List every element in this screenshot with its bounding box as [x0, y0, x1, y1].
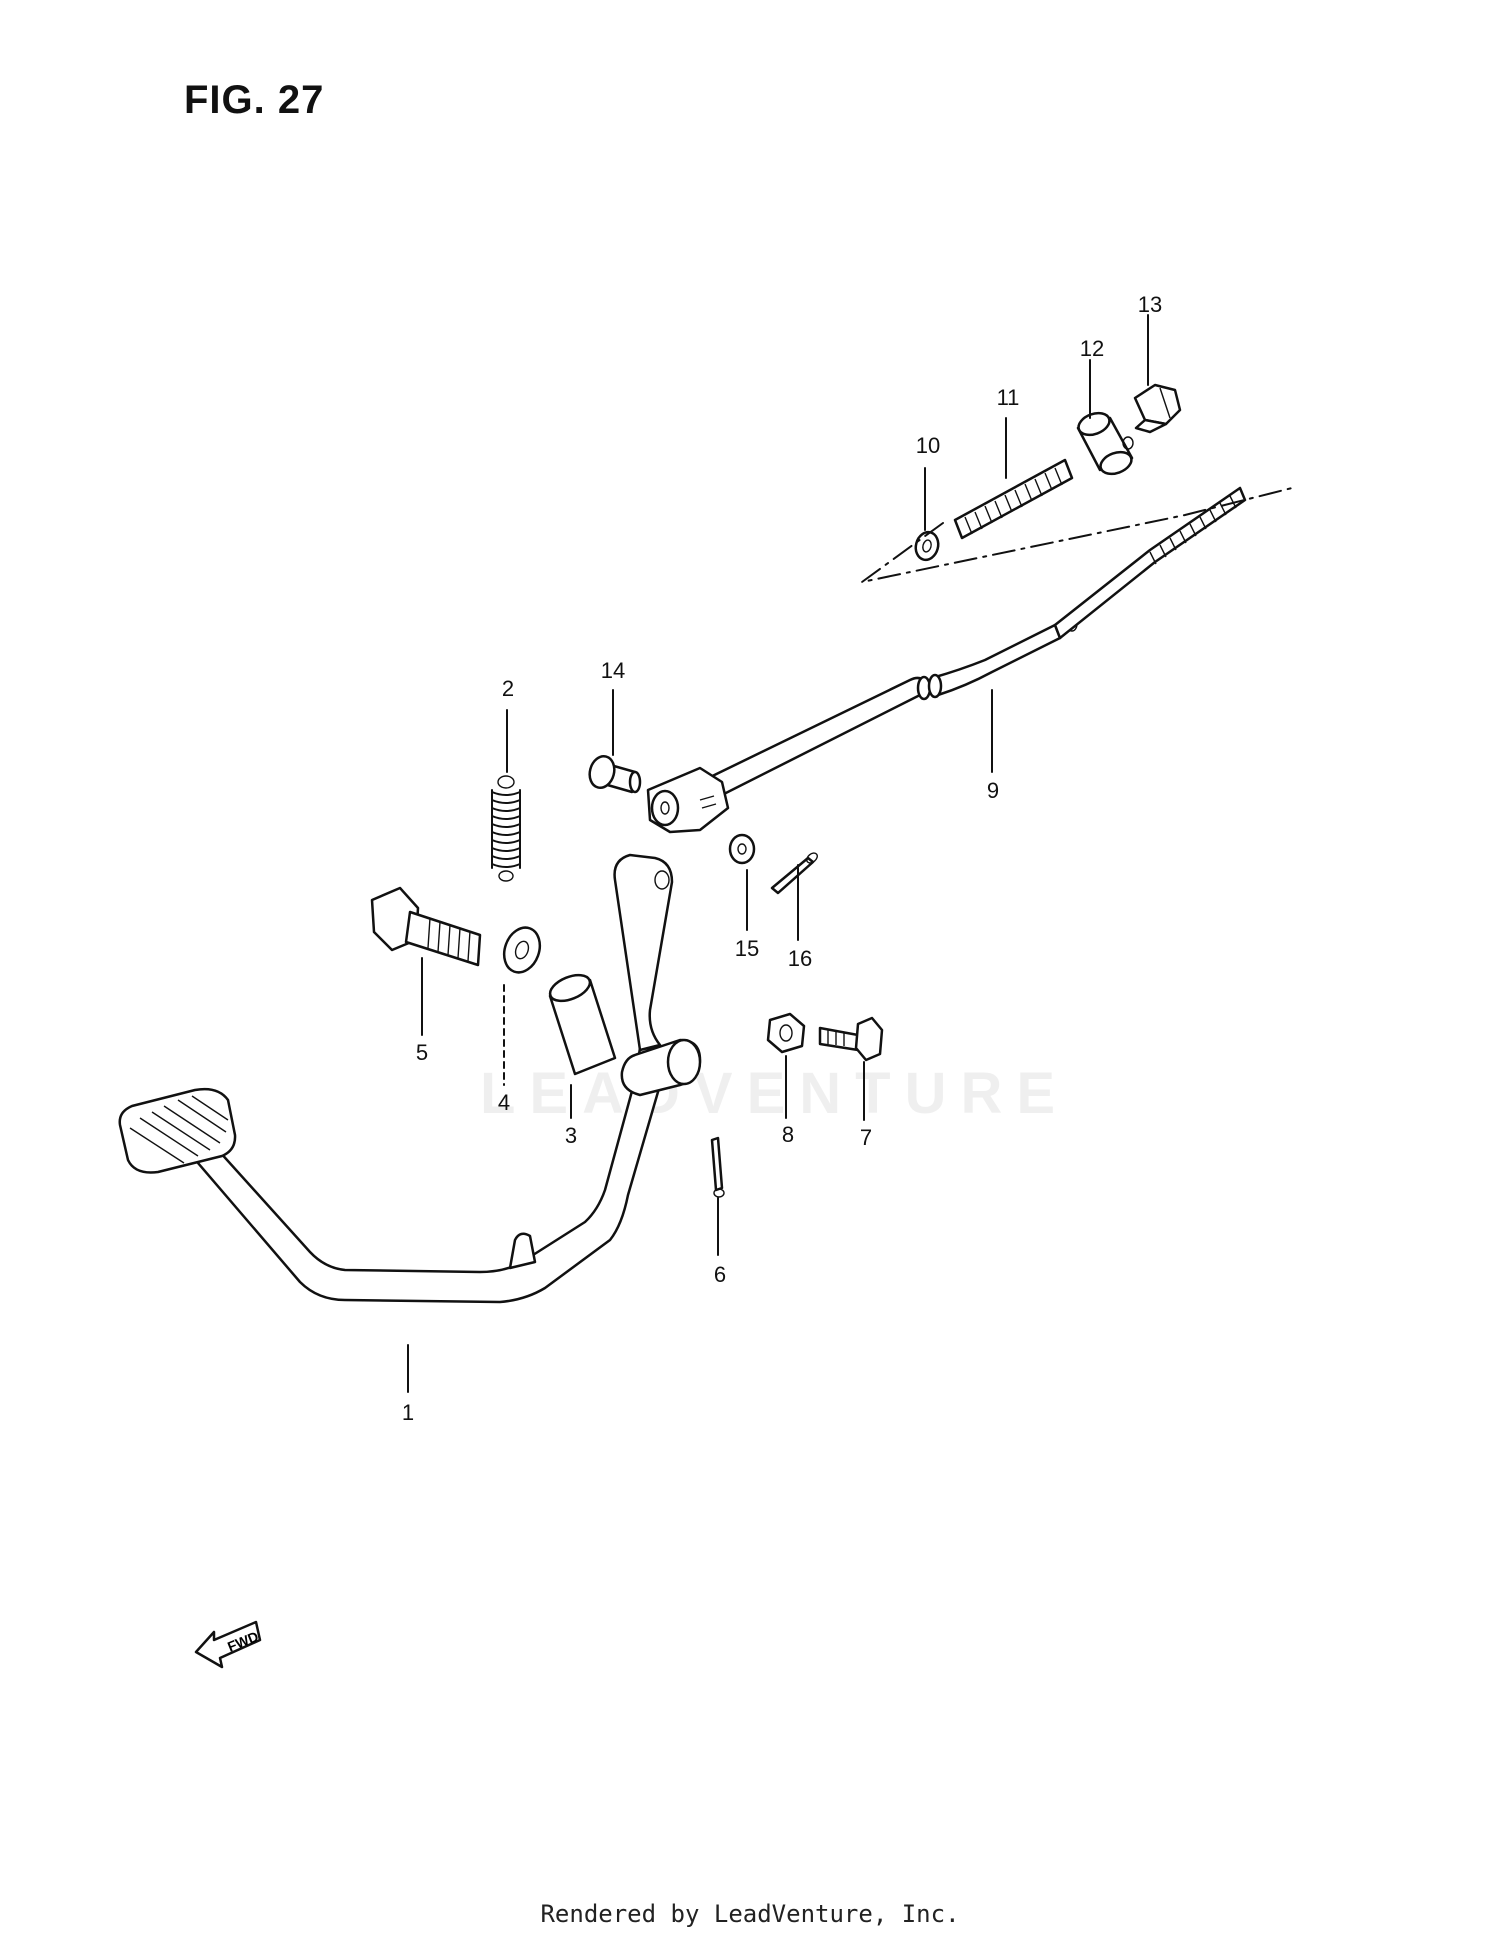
- part-12-rod-joint[interactable]: [1076, 409, 1135, 478]
- callout-9: 9: [987, 778, 999, 803]
- callout-2: 2: [502, 676, 514, 701]
- figure-title: FIG. 27: [184, 78, 325, 122]
- part-1-brake-pedal[interactable]: [118, 853, 702, 1304]
- part-5-pivot-bolt[interactable]: [370, 886, 482, 967]
- part-6-cotter-pin[interactable]: [710, 1136, 725, 1198]
- part-7-bolt[interactable]: [818, 1016, 884, 1062]
- part-16-cotter-pin[interactable]: [770, 851, 819, 895]
- part-13-adjusting-nut[interactable]: [1133, 383, 1182, 434]
- callout-5: 5: [416, 1040, 428, 1065]
- part-2-return-spring[interactable]: [491, 775, 521, 882]
- leader-lines: [407, 314, 1149, 1393]
- callout-12: 12: [1080, 336, 1104, 361]
- subassembly-bracket: [861, 487, 1293, 583]
- callout-14: 14: [601, 658, 625, 683]
- callout-4: 4: [498, 1090, 510, 1115]
- part-4-washer[interactable]: [498, 923, 546, 978]
- callout-3: 3: [565, 1123, 577, 1148]
- part-9-brake-rod[interactable]: [646, 486, 1247, 834]
- callout-15: 15: [735, 936, 759, 961]
- part-11-compression-spring[interactable]: [953, 458, 1074, 540]
- part-15-washer[interactable]: [728, 833, 756, 865]
- footer-credit: Rendered by LeadVenture, Inc.: [540, 1900, 960, 1928]
- callout-8: 8: [782, 1122, 794, 1147]
- callout-numbers: 1 2 3 4 5 6 7 8 9 10 11 12 13 14 15 16: [402, 292, 1162, 1425]
- part-3-bushing[interactable]: [546, 970, 617, 1076]
- fwd-arrow-icon: FWD: [194, 1620, 262, 1669]
- callout-7: 7: [860, 1125, 872, 1150]
- callout-13: 13: [1138, 292, 1162, 317]
- callout-10: 10: [916, 433, 940, 458]
- callout-16: 16: [788, 946, 812, 971]
- part-8-nut[interactable]: [766, 1012, 806, 1054]
- part-14-clevis-pin[interactable]: [586, 753, 642, 794]
- callout-1: 1: [402, 1400, 414, 1425]
- callout-6: 6: [714, 1262, 726, 1287]
- callout-11: 11: [997, 385, 1020, 410]
